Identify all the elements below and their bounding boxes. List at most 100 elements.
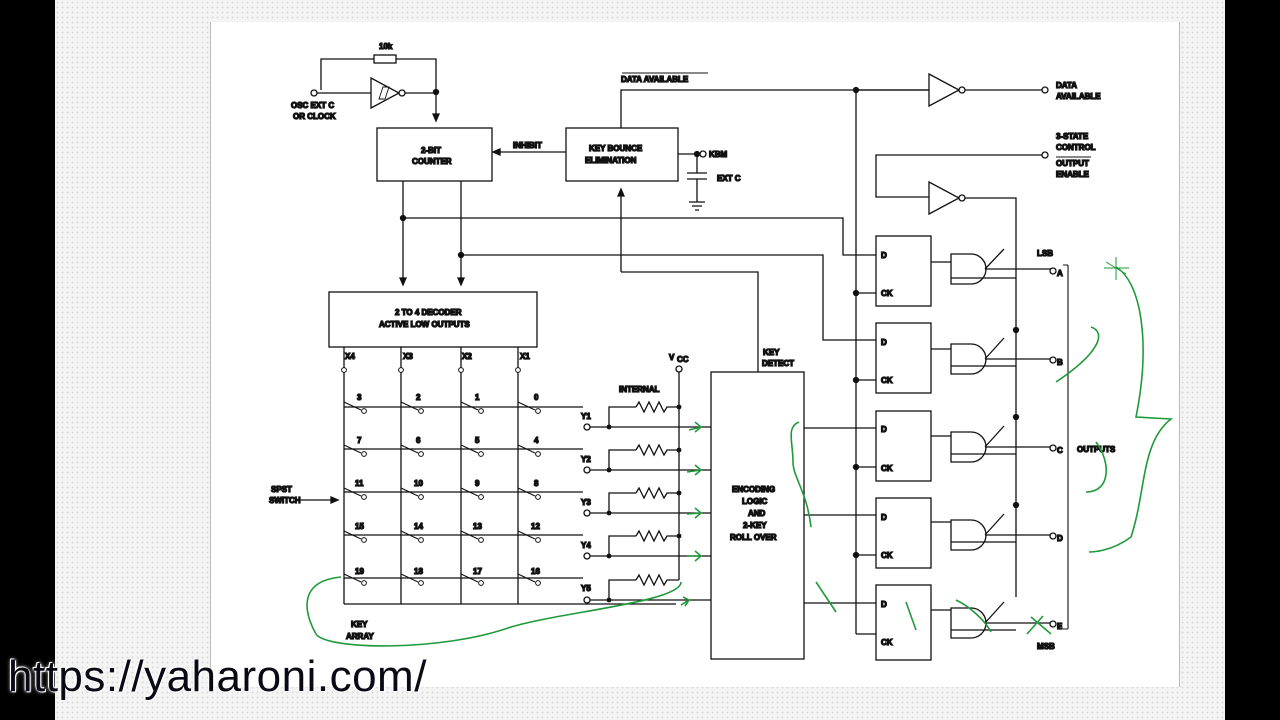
- page-frame: 10k OSC EXT C OR CLOCK 2-BIT COUNTER IN: [55, 0, 1225, 720]
- svg-text:D: D: [881, 600, 887, 609]
- svg-text:Y5: Y5: [581, 584, 591, 593]
- svg-text:11: 11: [355, 479, 364, 488]
- svg-text:19: 19: [355, 567, 364, 576]
- svg-text:2-KEY: 2-KEY: [743, 521, 767, 530]
- svg-text:Y2: Y2: [581, 455, 591, 464]
- svg-text:CK: CK: [881, 376, 893, 385]
- data-avail-out-1: DATA: [1056, 81, 1077, 90]
- svg-text:A: A: [1057, 269, 1063, 278]
- schematic-sheet: 10k OSC EXT C OR CLOCK 2-BIT COUNTER IN: [210, 22, 1180, 687]
- spst-label-1: SPST: [271, 485, 292, 494]
- key-detect-label-1: KEY: [763, 348, 780, 357]
- svg-text:CK: CK: [881, 551, 893, 560]
- svg-text:10: 10: [414, 479, 423, 488]
- three-state-label-1: 3-STATE: [1056, 132, 1089, 141]
- x3-label: X3: [403, 352, 413, 361]
- output-buffers: DATA AVAILABLE 3-STATE CONTROL OUTPUT EN…: [852, 72, 1117, 652]
- keyboard-encoder-schematic: 10k OSC EXT C OR CLOCK 2-BIT COUNTER IN: [268, 41, 1174, 661]
- ff-stage-5: D CK E: [856, 584, 1064, 661]
- inhibit-label: INHIBIT: [513, 141, 542, 150]
- svg-text:Y3: Y3: [581, 498, 591, 507]
- resistor-label: 10k: [379, 42, 393, 51]
- svg-text:LOGIC: LOGIC: [742, 497, 768, 506]
- svg-text:CK: CK: [881, 289, 893, 298]
- svg-text:5: 5: [475, 436, 480, 445]
- keybounce-label-2: ELIMINATION: [585, 156, 637, 165]
- svg-text:2: 2: [416, 393, 421, 402]
- kbm-label: KBM: [709, 150, 728, 159]
- watermark-url: https://yaharoni.com/: [8, 652, 427, 701]
- x4-label: X4: [345, 352, 355, 361]
- svg-text:E: E: [1057, 622, 1063, 631]
- enable-buffer: [928, 180, 961, 216]
- osc-input-terminal: [310, 89, 318, 97]
- svg-text:16: 16: [531, 567, 540, 576]
- output-enable-label-2: ENABLE: [1056, 170, 1090, 179]
- svg-text:4: 4: [534, 436, 539, 445]
- svg-text:Y1: Y1: [581, 412, 591, 421]
- ff-stage-2: D CK B: [852, 322, 1064, 394]
- ff-stage-1: D CK A: [852, 235, 1064, 307]
- three-state-label-2: CONTROL: [1056, 143, 1096, 152]
- output-enable-label-1: OUTPUT: [1056, 159, 1089, 168]
- row-pullups: Y1 Y2 Y3 Y4 Y5 V CC INTERNAL: [580, 352, 711, 604]
- svg-text:14: 14: [414, 522, 423, 531]
- svg-text:AND: AND: [748, 509, 766, 518]
- feedback-resistor: [373, 54, 397, 64]
- key-detect-label-2: DETECT: [762, 359, 794, 368]
- schmitt-buffer: [370, 76, 401, 110]
- lsb-label: LSB: [1037, 249, 1053, 258]
- svg-text:13: 13: [473, 522, 482, 531]
- counter-label-1: 2-BIT: [421, 146, 441, 155]
- x1-label: X1: [520, 352, 530, 361]
- svg-text:12: 12: [531, 522, 540, 531]
- svg-text:CK: CK: [881, 464, 893, 473]
- svg-text:8: 8: [534, 479, 539, 488]
- svg-text:Y4: Y4: [581, 541, 591, 550]
- handwritten-annotations: [306, 257, 1174, 647]
- svg-text:D: D: [881, 338, 887, 347]
- svg-text:17: 17: [473, 567, 482, 576]
- key-array-label-1: KEY: [351, 620, 368, 629]
- oscillator: 10k OSC EXT C OR CLOCK: [290, 41, 440, 123]
- internal-label: INTERNAL: [619, 385, 660, 394]
- x2-label: X2: [462, 352, 472, 361]
- svg-text:C: C: [1057, 446, 1063, 455]
- vcc-terminal: [675, 365, 683, 373]
- data-available-bar-label: DATA AVAILABLE: [621, 75, 689, 84]
- ff-stage-4: D CK D: [852, 497, 1064, 569]
- svg-text:ROLL OVER: ROLL OVER: [730, 533, 777, 542]
- svg-text:1: 1: [475, 393, 480, 402]
- data-available-buffer: [928, 72, 961, 108]
- msb-label: MSB: [1037, 642, 1055, 651]
- osc-label-1: OSC EXT C: [291, 101, 334, 110]
- counter-label-2: COUNTER: [412, 157, 452, 166]
- svg-text:3: 3: [357, 393, 362, 402]
- ext-c-label: EXT C: [717, 174, 741, 183]
- vcc-sub-label: CC: [677, 355, 689, 364]
- svg-text:D: D: [881, 251, 887, 260]
- svg-text:9: 9: [475, 479, 480, 488]
- svg-text:D: D: [1057, 534, 1063, 543]
- svg-text:ENCODING: ENCODING: [732, 485, 775, 494]
- svg-text:B: B: [1057, 358, 1063, 367]
- decoder-label-2: ACTIVE LOW OUTPUTS: [379, 320, 470, 329]
- svg-text:D: D: [881, 513, 887, 522]
- key-bounce-block: KEY BOUNCE ELIMINATION KBM EXT C DATA AV…: [565, 72, 929, 372]
- counter-block: 2-BIT COUNTER INHIBIT: [376, 127, 876, 341]
- encoding-block: KEY DETECT ENCODING LOGIC AND 2-KEY ROLL…: [710, 347, 805, 660]
- ff-stage-3: D CK C: [852, 410, 1064, 482]
- keybounce-label-1: KEY BOUNCE: [589, 144, 643, 153]
- svg-text:18: 18: [414, 567, 423, 576]
- svg-text:0: 0: [534, 393, 539, 402]
- svg-text:15: 15: [355, 522, 364, 531]
- svg-text:7: 7: [357, 436, 362, 445]
- decoder-block: 2 TO 4 DECODER ACTIVE LOW OUTPUTS X4 X3 …: [328, 291, 538, 362]
- osc-label-2: OR CLOCK: [293, 112, 336, 121]
- key-array: 3 2 1 0 7 6 5 4 11 10 9 8 15 14 13 12 19…: [268, 347, 676, 642]
- key-array-label-2: ARRAY: [346, 632, 374, 641]
- decoder-label-1: 2 TO 4 DECODER: [395, 308, 462, 317]
- outputs-label: OUTPUTS: [1077, 445, 1116, 454]
- data-avail-out-2: AVAILABLE: [1056, 92, 1101, 101]
- svg-text:D: D: [881, 425, 887, 434]
